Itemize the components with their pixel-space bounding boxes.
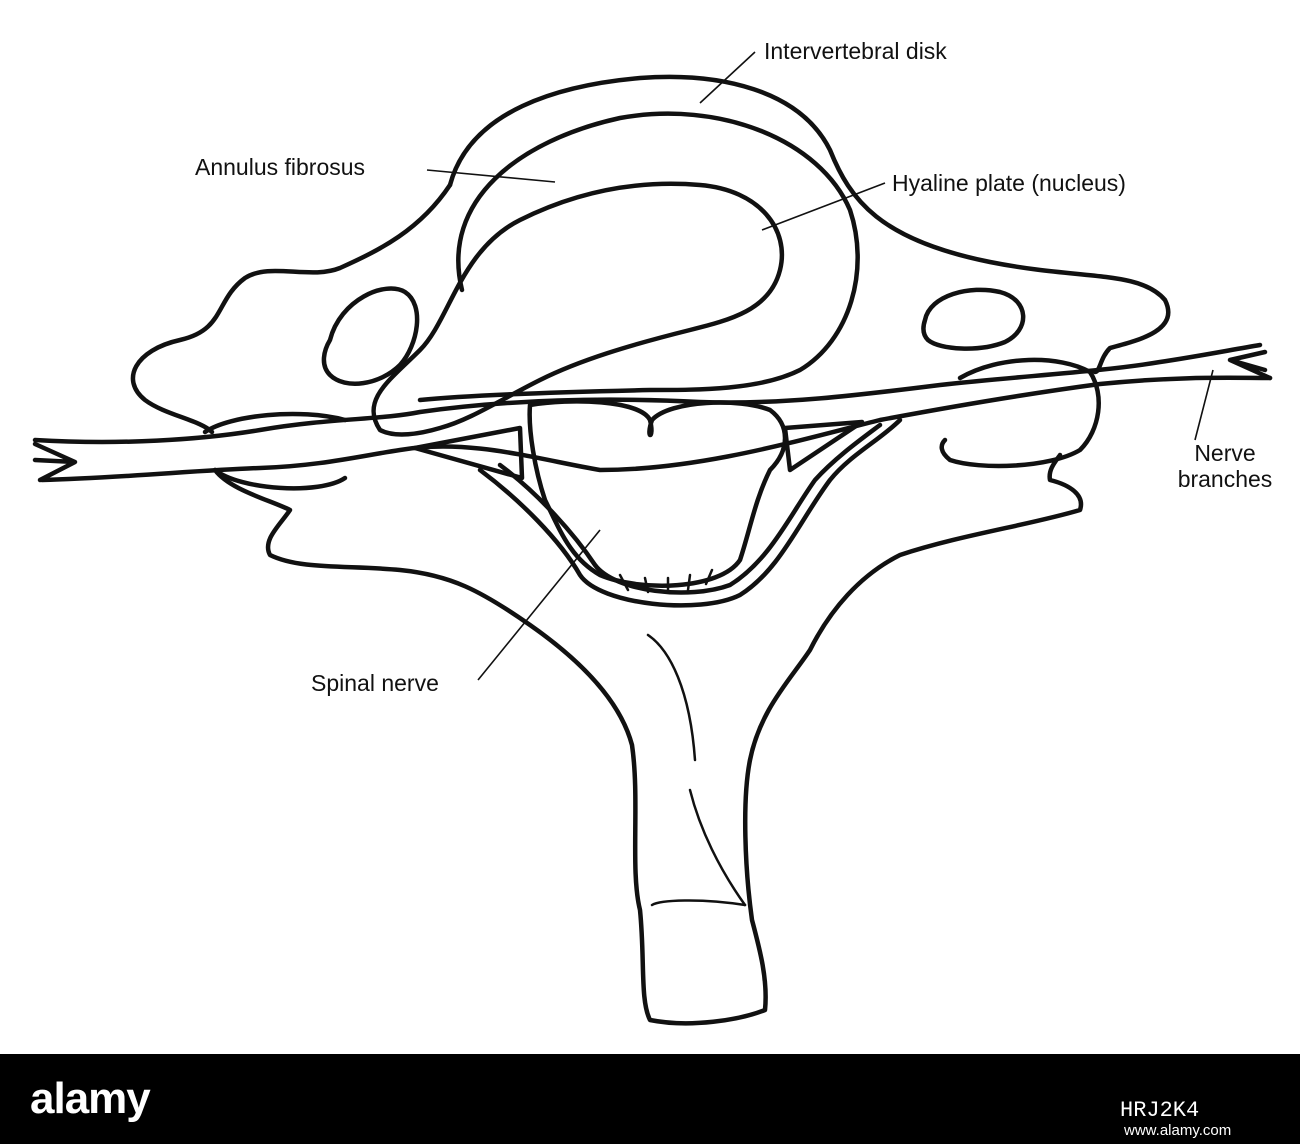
- label-hyaline-plate: Hyaline plate (nucleus): [892, 170, 1126, 196]
- annulus-inner-boundary: [417, 111, 860, 403]
- label-nerve-branches-line2: branches: [1177, 466, 1273, 493]
- nerve-trunk-lower: [39, 375, 1273, 483]
- right-nerve-fork: [1227, 349, 1273, 381]
- vertebra-diagram: Intervertebral disk Annulus fibrosus Hya…: [32, 38, 1280, 1026]
- vertebra-drawing: [32, 51, 1273, 1026]
- label-spinal-nerve: Spinal nerve: [311, 670, 439, 696]
- leader-intervertebral-disk: [699, 51, 756, 104]
- left-ganglion: [202, 411, 348, 491]
- leader-nerve-branches: [1194, 369, 1214, 441]
- right-foramen: [921, 287, 1026, 351]
- vertebra-outline: [447, 74, 1171, 375]
- spinal-canal-wall-inner: [497, 422, 883, 595]
- leader-annulus-fibrosus: [426, 169, 556, 183]
- left-foramen: [321, 286, 420, 386]
- left-nerve-fork: [32, 441, 78, 483]
- nucleus-outline: [371, 181, 785, 437]
- leader-hyaline-plate: [761, 182, 886, 231]
- image-id: HRJ2K4: [1120, 1098, 1200, 1123]
- nerve-trunk-upper: [32, 342, 1263, 445]
- spinal-canal-wall: [477, 417, 903, 608]
- left-lamina: [212, 452, 1084, 1026]
- spinous-process-line: [646, 633, 747, 907]
- leader-spinal-nerve: [477, 529, 601, 681]
- left-transverse-process: [130, 182, 453, 435]
- left-root-wedge: [412, 425, 525, 481]
- spinous-tip-line: [650, 899, 747, 907]
- right-ganglion: [939, 357, 1101, 469]
- label-annulus-fibrosus: Annulus fibrosus: [195, 154, 366, 180]
- spinal-cord-outline: [527, 399, 788, 588]
- label-nerve-branches-line1: Nerve: [1194, 440, 1256, 466]
- watermark-bar: alamy HRJ2K4 www.alamy.com: [0, 1054, 1300, 1144]
- label-intervertebral-disk: Intervertebral disk: [764, 38, 947, 64]
- watermark-url: www.alamy.com: [1124, 1122, 1232, 1139]
- right-root-wedge: [782, 419, 865, 473]
- alamy-logo: alamy: [30, 1074, 151, 1123]
- label-nerve-branches: Nerve branches: [1170, 440, 1280, 493]
